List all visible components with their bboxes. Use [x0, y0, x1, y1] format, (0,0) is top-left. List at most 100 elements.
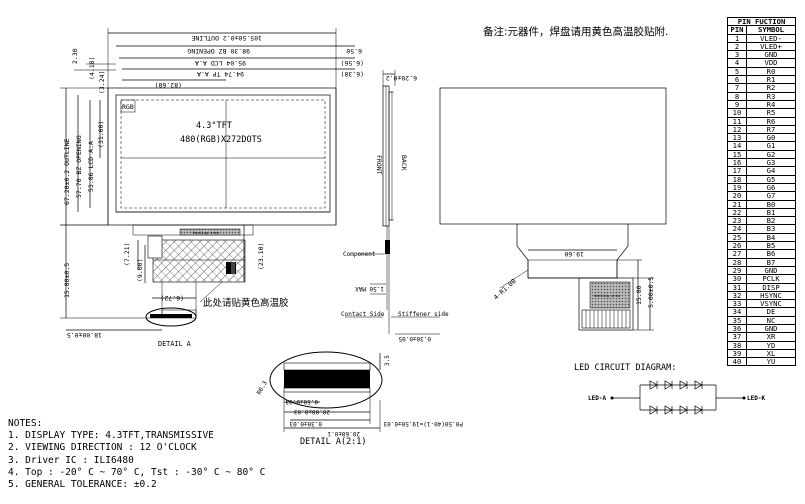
- remark-yellow-tape: 此处请贴黄色高温胶: [203, 297, 289, 309]
- pin-number: 30: [727, 274, 747, 284]
- dim-lcd-aa-width: 95.04 LCD A.A: [195, 59, 246, 67]
- contact-side-label: Contact Side: [341, 311, 385, 318]
- pin-symbol: YU: [746, 357, 796, 367]
- side-view: [345, 70, 440, 335]
- notes-title: NOTES:: [8, 418, 43, 429]
- led-diode: [649, 405, 658, 415]
- dim-outline-width: 105.50±0.2 OUTLINE: [191, 34, 262, 42]
- component-label: Component: [343, 251, 376, 258]
- symbol-col-header: SYMBOL: [746, 25, 796, 35]
- led-diode: [694, 380, 703, 390]
- dim-6-72: (6.72): [161, 294, 184, 302]
- pin-symbol: B3: [746, 224, 796, 234]
- pin-symbol: DE: [746, 307, 796, 317]
- led-diode: [664, 405, 673, 415]
- led-diode: [664, 380, 673, 390]
- dim-15-80-b: 15.80: [635, 285, 643, 305]
- note-item: 1. DISPLAY TYPE: 4.3TFT,TRANSMISSIVE: [8, 430, 214, 442]
- note-item: 2. VIEWING DIRECTION : 12 O'CLOCK: [8, 442, 197, 454]
- heating-area-label: Heating area: [594, 294, 620, 298]
- detail-a-label: DETAIL A: [158, 340, 191, 348]
- pin-col-header: PIN: [727, 25, 747, 35]
- notes-block: NOTES: 1. DISPLAY TYPE: 4.3TFT,TRANSMISS…: [8, 418, 265, 491]
- dim-9-00: (9.00): [136, 259, 144, 282]
- dim-23-10: (23.10): [257, 243, 265, 270]
- pin-number: 24: [727, 224, 747, 234]
- dim-pitch: 0.50±0.03: [285, 398, 318, 405]
- led-diode: [679, 380, 688, 390]
- pin-symbol: XR: [746, 332, 796, 342]
- pin-table-header-row: PIN SYMBOL: [727, 25, 796, 35]
- led-diode: [649, 380, 658, 390]
- note-item: 4. Top : -20° C ~ 70° C, Tst : -30° C ~ …: [8, 466, 266, 478]
- detail-a-scale-label: DETAIL A(2:1): [300, 437, 367, 447]
- dim-4-r1-00: 4-R1.00: [492, 277, 518, 301]
- pin-number: 10: [727, 108, 747, 118]
- dim-4-18: (4.18): [88, 57, 96, 80]
- view-front-label: FRONT: [375, 155, 383, 175]
- pin-number: 7: [727, 83, 747, 93]
- dim-pins: P0.50(40-1)=19.50±0.03: [383, 420, 463, 427]
- back-view: [439, 87, 667, 331]
- pin-symbol: R5: [746, 108, 796, 118]
- dim-opening-width: 98.30 BZ OPENING: [187, 47, 250, 55]
- pin-number: 40: [727, 357, 747, 367]
- led-anode-label: LED-A: [588, 395, 606, 402]
- dim-15-80-a: 15.80±0.5: [63, 263, 71, 298]
- led-cathode-label: LED-K: [747, 395, 765, 402]
- pin-symbol: R2: [746, 83, 796, 93]
- pin-symbol: PCLK: [746, 274, 796, 284]
- pin-symbol: B6: [746, 249, 796, 259]
- dim-6-56: (6.56): [341, 59, 364, 67]
- dim-82-68: (82.68): [155, 81, 182, 89]
- front-view: [60, 28, 355, 331]
- dim-5-00: 5.00±0.5: [647, 277, 655, 308]
- dim-r0-3: R0.3: [256, 380, 269, 396]
- dim-opening-height: 57.70 BZ OPENING: [75, 135, 83, 198]
- dim-outline-height: 67.20±0.2 OUTLINE: [63, 138, 71, 205]
- stiffener-side-label: Stiffener side: [398, 311, 449, 318]
- dim-block: 20.00±0.03: [293, 408, 330, 415]
- dim-31-00: (31.00): [97, 121, 105, 148]
- dim-tp-aa-width: 94.74 TP A.A: [197, 70, 244, 78]
- pin-number: 37: [727, 332, 747, 342]
- pin-symbol: G1: [746, 141, 796, 151]
- dim-6-38: (6.38): [341, 70, 364, 78]
- dim-thickness: 6.20±0.2: [386, 74, 417, 82]
- dim-6-50: 6.50: [346, 47, 362, 55]
- text-labels: 备注:元器件，焊盘请用黄色高温胶贴附. 此处请贴黄色高温胶 4.3"TFT 48…: [63, 25, 765, 447]
- dim-0-30: 0.30±0.05: [398, 335, 431, 342]
- dim-1-50-max: 1.50 MAX: [355, 285, 384, 292]
- remark-top: 备注:元器件，焊盘请用黄色高温胶贴附.: [483, 25, 668, 38]
- led-title: LED CIRCUIT DIAGRAM:: [574, 363, 676, 373]
- dim-19-60: 19.60: [564, 250, 584, 258]
- dim-18-00: 18.00±0.5: [67, 331, 102, 339]
- panel-text-size: 4.3"TFT: [196, 121, 232, 131]
- dim-3-5: 3.5: [384, 355, 391, 366]
- pin-number: 14: [727, 141, 747, 151]
- dim-tail: 20.60±0.1: [327, 430, 360, 437]
- note-item: 3. Driver IC : ILI6480: [8, 454, 134, 466]
- dim-thickness-2: 0.30±0.03: [289, 420, 322, 427]
- detail-a-view: [269, 351, 383, 432]
- pin-number: 20: [727, 191, 747, 201]
- panel-text-resolution: 480(RGB)X272DOTS: [180, 135, 262, 145]
- pin-number: 27: [727, 249, 747, 259]
- pin-symbol: G7: [746, 191, 796, 201]
- led-circuit: [610, 380, 746, 415]
- note-item: 5. GENERAL TOLERANCE: ±0.2: [8, 479, 157, 491]
- heating-area-label-front: Heating area: [193, 231, 219, 235]
- view-back-label: BACK: [400, 155, 408, 171]
